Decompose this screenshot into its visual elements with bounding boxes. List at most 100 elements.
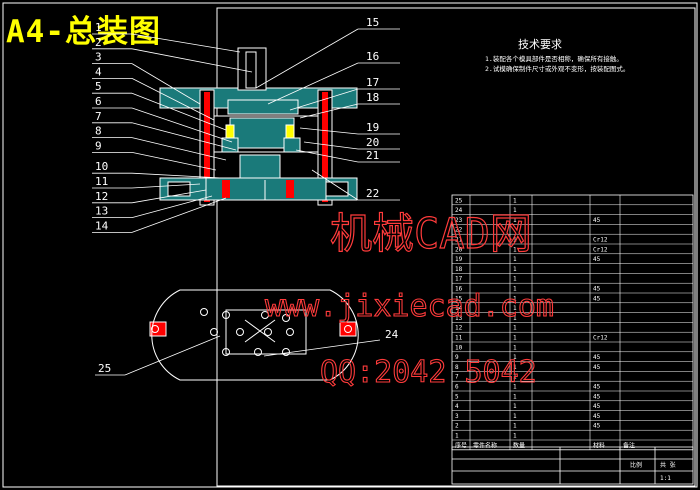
- leader-line: [299, 103, 359, 119]
- callout-label-24: 24: [385, 328, 399, 341]
- bom-cell: 24: [455, 207, 463, 214]
- bom-cell: 15: [455, 295, 463, 302]
- plan-hole: [254, 348, 262, 356]
- leader-line: [299, 127, 359, 135]
- bom-cell: 45: [593, 354, 601, 361]
- base-slot-left: [167, 181, 191, 197]
- bom-cell: 1: [513, 217, 517, 224]
- spring-right: [286, 180, 294, 198]
- plan-inner-rect: [225, 309, 307, 355]
- bom-cell: 20: [455, 246, 463, 253]
- bom-header-cell: 数量: [513, 441, 525, 449]
- bom-cell: 45: [593, 403, 601, 410]
- bom-cell: 1: [513, 374, 517, 381]
- callout-label-2: 2: [95, 36, 102, 49]
- plan-hole: [261, 311, 269, 319]
- bom-cell: 18: [455, 266, 463, 273]
- bom-cell: 1: [513, 315, 517, 322]
- bom-cell: 1: [513, 433, 517, 440]
- bom-cell: Cr12: [593, 246, 608, 253]
- scale-label: 比例: [630, 461, 642, 469]
- bom-cell: 1: [513, 384, 517, 391]
- bom-cell: 45: [593, 423, 601, 430]
- bom-cell: 1: [513, 423, 517, 430]
- callout-label-13: 13: [95, 205, 108, 218]
- bom-header-cell: 材料: [593, 441, 605, 449]
- callout-label-3: 3: [95, 51, 102, 64]
- guide-post-right-core: [322, 92, 328, 202]
- bom-cell: 1: [513, 266, 517, 273]
- plan-hole: [264, 328, 272, 336]
- bom-cell: 17: [455, 276, 463, 283]
- plan-hole: [236, 328, 244, 336]
- title-block-frame: [451, 446, 694, 485]
- leader-line: [131, 195, 213, 218]
- base-slot-right: [325, 181, 349, 197]
- punch-holder: [227, 99, 299, 115]
- plan-hole: [344, 325, 352, 333]
- bom-header-cell: 备注: [623, 441, 635, 449]
- bom-cell: 1: [513, 286, 517, 293]
- bom-cell: 1: [513, 354, 517, 361]
- bom-cell: 45: [593, 295, 601, 302]
- bom-cell: Cr12: [593, 335, 608, 342]
- tech-req-heading: 技术要求: [518, 38, 562, 51]
- plan-diag-2: [244, 319, 276, 343]
- bom-cell: 13: [455, 315, 463, 322]
- callout-label-21: 21: [366, 149, 379, 162]
- bom-cell: 1: [513, 344, 517, 351]
- bom-cell: 22: [455, 227, 463, 234]
- watermark-line-3: QQ:2042 5042: [320, 355, 537, 390]
- bom-cell: 1: [513, 325, 517, 332]
- watermark: 机械CAD网 www.jixiecad.com QQ:2042 5042: [264, 208, 554, 390]
- leader-line: [303, 141, 359, 150]
- bom-cell: 6: [455, 384, 459, 391]
- bom-cell: 45: [593, 217, 601, 224]
- callout-label-16: 16: [366, 50, 379, 63]
- bom-cell: 12: [455, 325, 463, 332]
- clamp-right: [339, 321, 357, 337]
- bom-cell: 1: [513, 335, 517, 342]
- sheet-inner-border: [216, 7, 696, 487]
- spring-left: [222, 180, 230, 198]
- leader-line: [131, 92, 227, 131]
- callout-label-14: 14: [95, 219, 109, 232]
- bom-cell: 1: [513, 403, 517, 410]
- sheet-label: 共 张: [660, 461, 676, 469]
- bom-cell: 25: [455, 197, 463, 204]
- watermark-line-2: www.jixiecad.com: [265, 289, 554, 324]
- plan-view: [149, 289, 359, 381]
- bom-cell: 45: [593, 413, 601, 420]
- bom-cell: 1: [513, 237, 517, 244]
- callout-label-20: 20: [366, 136, 379, 149]
- callout-label-10: 10: [95, 160, 108, 173]
- leader-line: [131, 197, 227, 233]
- bom-cell: 7: [455, 374, 459, 381]
- bom-cell: 11: [455, 335, 463, 342]
- bom-cell: 1: [513, 197, 517, 204]
- callout-label-25: 25: [98, 362, 111, 375]
- bom-cell: 45: [593, 364, 601, 371]
- bom-cell: 9: [455, 354, 459, 361]
- bom-cell: 21: [455, 237, 463, 244]
- bom-cell: 1: [513, 256, 517, 263]
- bom-cell: 8: [455, 364, 459, 371]
- bom-cell: 19: [455, 256, 463, 263]
- callout-label-15: 15: [366, 16, 379, 29]
- bom-header-cell: 零件名称: [473, 441, 497, 449]
- callout-label-5: 5: [95, 80, 102, 93]
- scale-value: 1:1: [660, 475, 671, 482]
- bom-cell: 1: [513, 246, 517, 253]
- leader-line: [311, 169, 359, 201]
- leader-line: [131, 172, 223, 179]
- callout-label-7: 7: [95, 110, 102, 123]
- leader-line: [131, 33, 241, 53]
- die-shank: [237, 47, 267, 91]
- callout-label-12: 12: [95, 190, 108, 203]
- bom-cell: 2: [455, 423, 459, 430]
- bom-header-cell: 序号: [455, 441, 467, 449]
- callout-label-22: 22: [366, 187, 379, 200]
- plan-hole: [151, 325, 159, 333]
